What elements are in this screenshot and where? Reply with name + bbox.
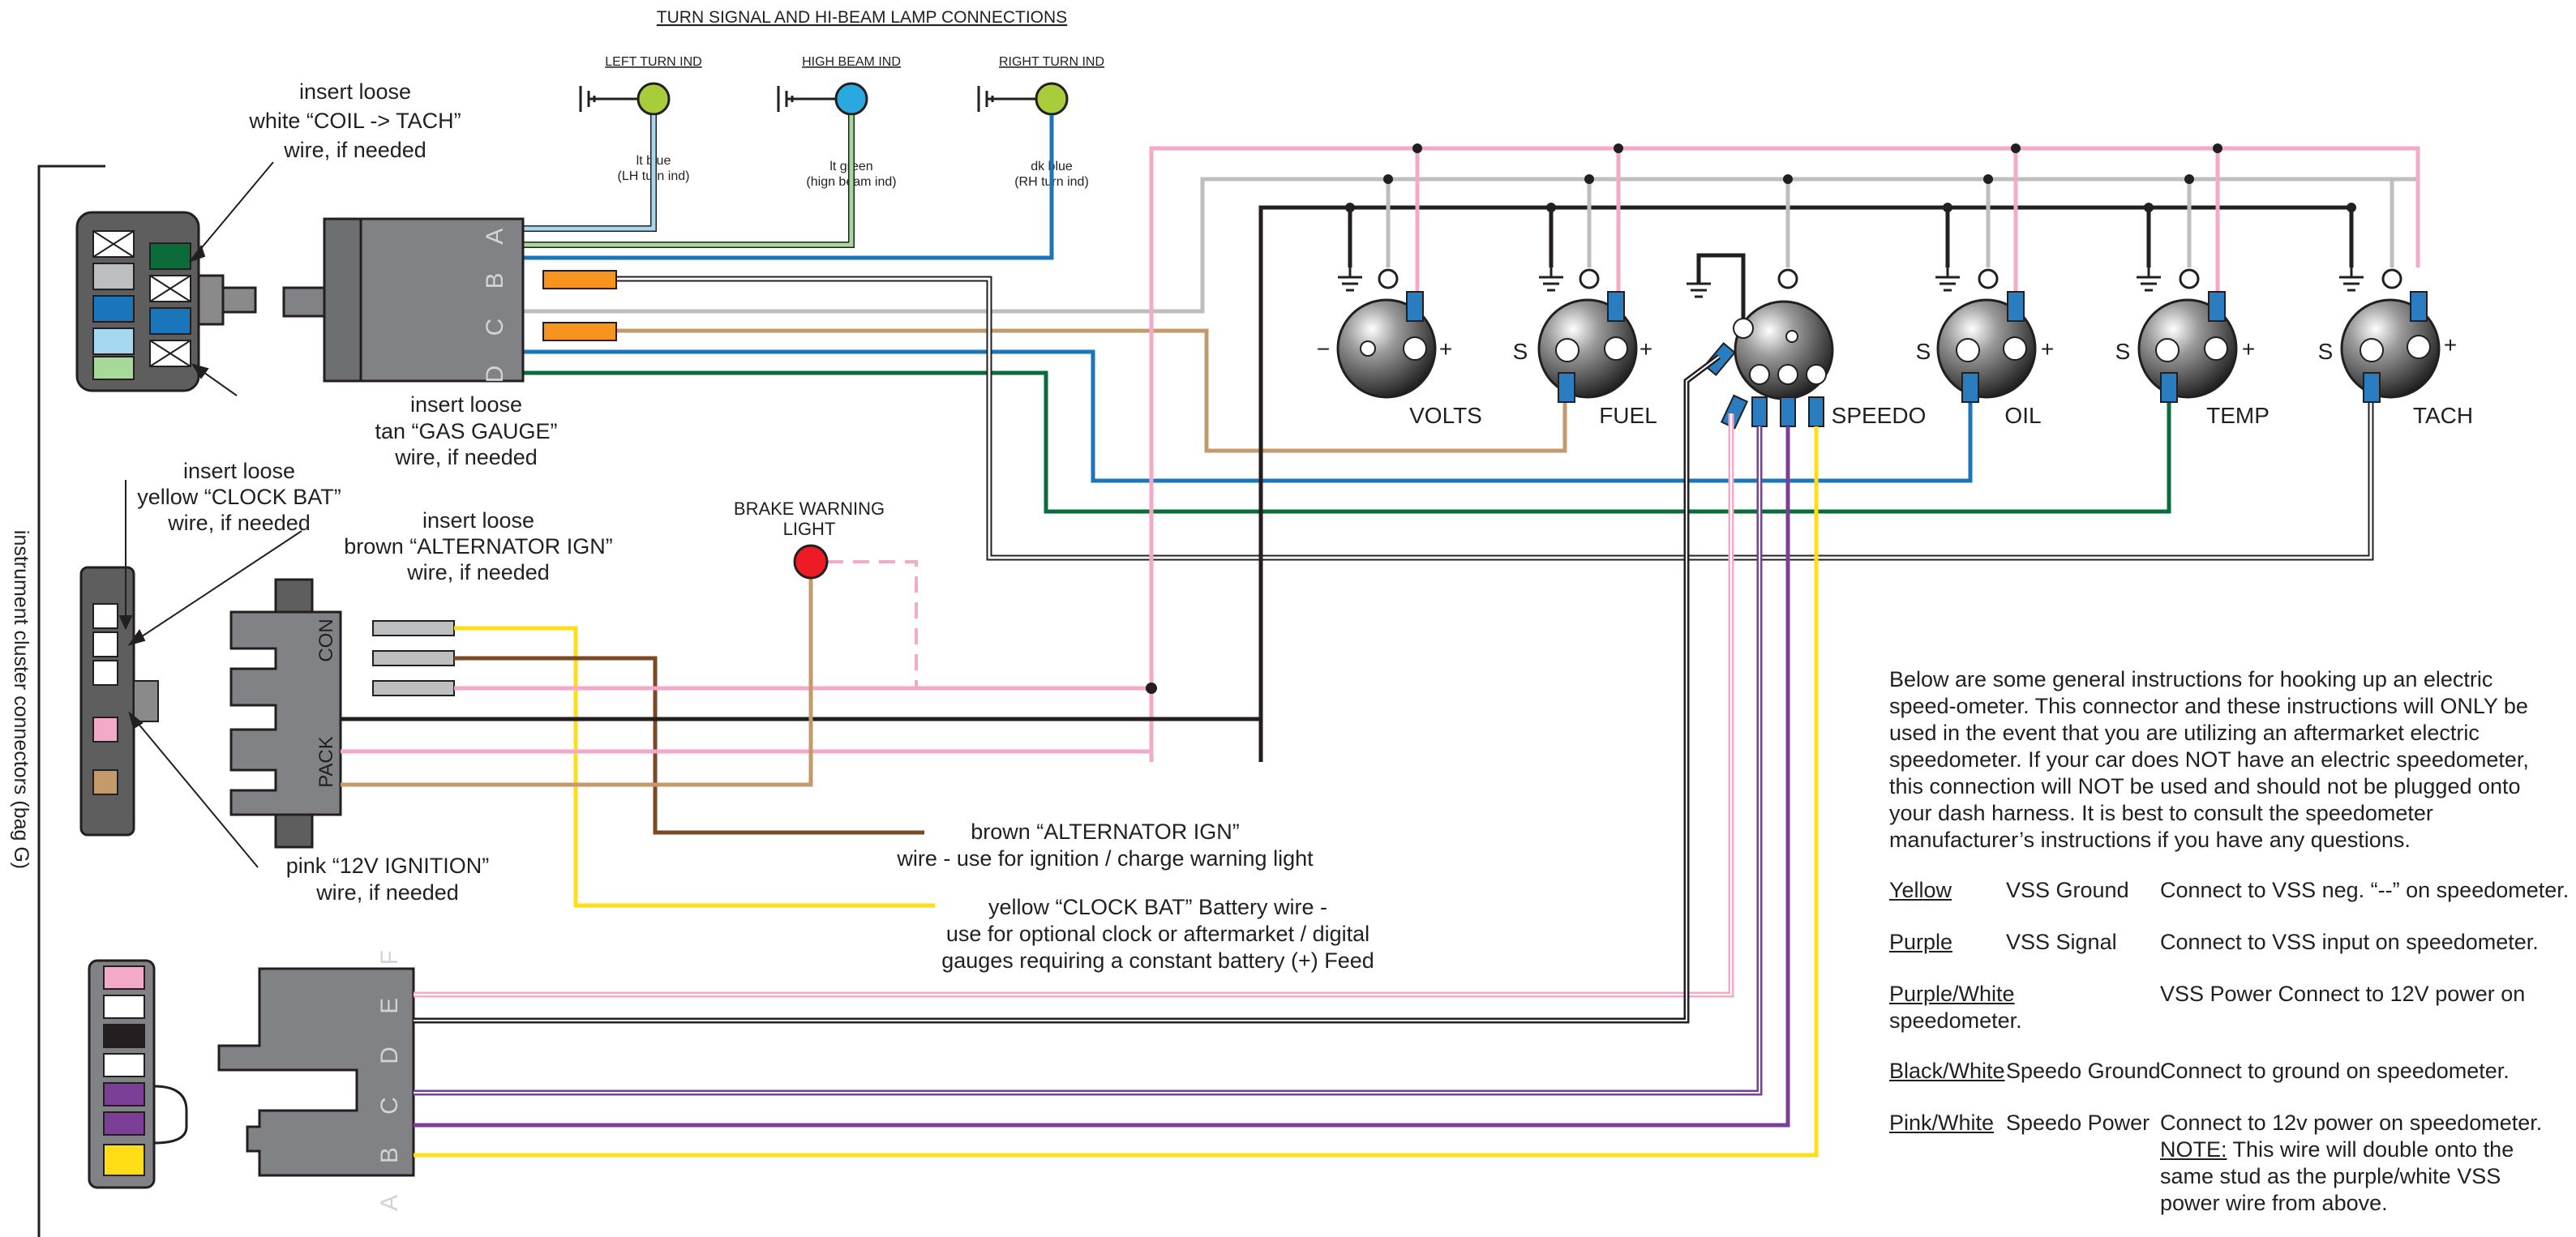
svg-text:+: + [1439, 336, 1452, 362]
wiring-group-2 [341, 544, 1261, 908]
gauge-tach-label: TACH [2413, 403, 2473, 428]
ground-symbols [1338, 253, 2364, 324]
gauge-temp: S + TEMP [2115, 291, 2270, 428]
svg-text:wire, if needed: wire, if needed [315, 880, 459, 905]
right-turn-indicator: RIGHT TURN IND dk blue (RH turn ind) [977, 55, 1104, 189]
svg-text:S: S [1513, 339, 1528, 364]
svg-text:−: − [1317, 336, 1330, 362]
cluster-connector-2: CON PACK [79, 566, 455, 849]
wiring-group-3 [414, 354, 1819, 1158]
svg-text:brown “ALTERNATOR IGN”: brown “ALTERNATOR IGN” [971, 820, 1240, 844]
cluster-connector-1: D C B A [75, 211, 617, 392]
gauge-tach: S + TACH [2318, 291, 2473, 428]
svg-text:+: + [2242, 336, 2255, 362]
speedometer-instructions: Below are some general instructions for … [1889, 667, 2529, 852]
callouts: insert loose white “COIL -> TACH” wire, … [137, 79, 1374, 973]
gauge-fuel: S + FUEL [1513, 291, 1657, 428]
svg-text:+: + [1639, 336, 1652, 362]
svg-text:pink “12V IGNITION”: pink “12V IGNITION” [286, 854, 490, 878]
gauge-volts-label: VOLTS [1409, 403, 1482, 428]
svg-text:insert loose: insert loose [299, 79, 411, 104]
wiring-group-1 [523, 115, 2420, 561]
svg-text:use for optional clock or afte: use for optional clock or aftermarket / … [946, 922, 1369, 946]
connector-1-pins: D C B A [482, 217, 508, 383]
connector-3-pins: A B C D E F [376, 937, 403, 1211]
side-label: instrument cluster connectors (bag G) [10, 530, 32, 869]
gauge-lamps [1378, 179, 2402, 289]
gauge-speedo: SPEEDO [1704, 300, 1927, 430]
svg-text:tan “GAS GAUGE”: tan “GAS GAUGE” [375, 419, 557, 443]
svg-text:wire, if needed: wire, if needed [406, 560, 550, 584]
connector-2-con: CON [315, 618, 337, 661]
left-turn-label: LEFT TURN IND [605, 55, 701, 69]
svg-text:wire, if needed: wire, if needed [283, 138, 426, 162]
cluster-connector-3: A B C D E F [88, 937, 415, 1211]
gauge-volts: − + VOLTS [1317, 291, 1482, 428]
svg-text:wire, if needed: wire, if needed [167, 511, 311, 535]
gauge-fuel-label: FUEL [1599, 403, 1657, 428]
high-beam-indicator: HIGH BEAM IND lt green (hign beam ind) [777, 55, 901, 189]
right-turn-label: RIGHT TURN IND [999, 55, 1104, 69]
gauge-oil: S + OIL [1916, 291, 2054, 428]
svg-text:S: S [2318, 339, 2334, 364]
svg-text:insert loose: insert loose [183, 459, 295, 483]
svg-text:yellow “CLOCK BAT” Battery wir: yellow “CLOCK BAT” Battery wire - [988, 895, 1327, 919]
svg-text:gauges requiring a constant ba: gauges requiring a constant battery (+) … [941, 948, 1374, 973]
svg-text:LIGHT: LIGHT [783, 519, 836, 539]
svg-text:S: S [2115, 339, 2131, 364]
svg-text:wire, if needed: wire, if needed [394, 445, 538, 469]
gauge-rails [1149, 143, 2420, 762]
svg-text:white “COIL -> TACH”: white “COIL -> TACH” [248, 109, 461, 133]
svg-text:insert loose: insert loose [410, 392, 522, 417]
gauge-oil-label: OIL [2004, 403, 2041, 428]
svg-text:yellow “CLOCK BAT”: yellow “CLOCK BAT” [137, 485, 341, 509]
svg-text:+: + [2041, 336, 2054, 362]
high-beam-label: HIGH BEAM IND [802, 55, 901, 69]
connector-2-pack: PACK [315, 736, 337, 788]
gauge-speedo-label: SPEEDO [1832, 403, 1927, 428]
svg-text:S: S [1916, 339, 1931, 364]
svg-text:wire - use for ignition / char: wire - use for ignition / charge warning… [896, 846, 1314, 871]
bracket-line [37, 165, 105, 1237]
svg-text:BRAKE WARNING: BRAKE WARNING [734, 499, 885, 519]
svg-text:brown “ALTERNATOR IGN”: brown “ALTERNATOR IGN” [344, 534, 613, 559]
callout-leaders [118, 161, 302, 868]
gauge-temp-label: TEMP [2206, 403, 2270, 428]
left-turn-indicator: LEFT TURN IND lt blue (LH turn ind) [579, 55, 702, 183]
svg-text:+: + [2444, 332, 2457, 357]
diagram-title: TURN SIGNAL AND HI-BEAM LAMP CONNECTIONS [657, 8, 1067, 27]
svg-text:insert loose: insert loose [422, 508, 534, 533]
